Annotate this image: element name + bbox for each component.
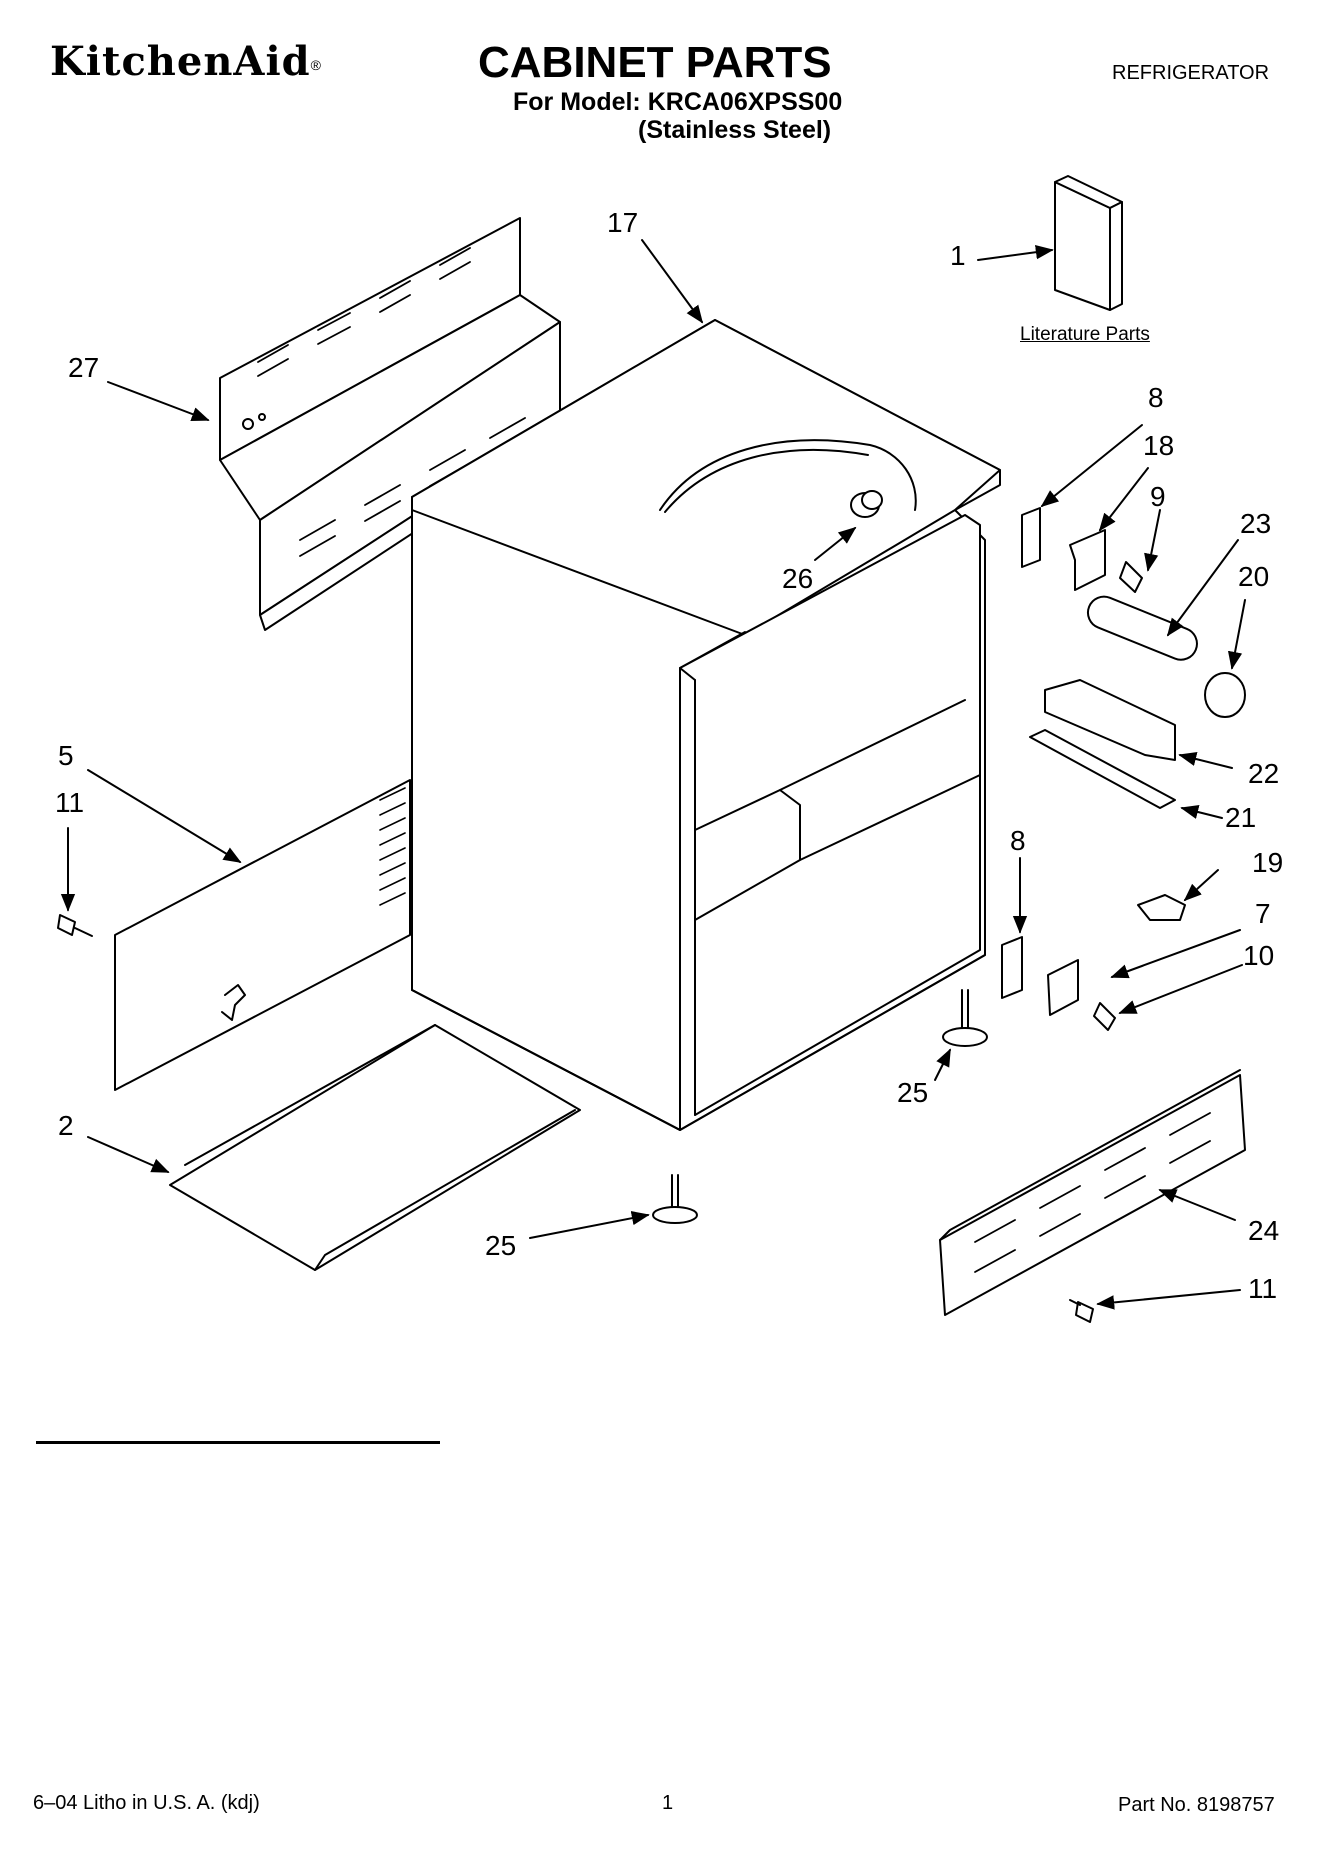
- section-divider: [36, 1441, 440, 1444]
- front-grille: [939, 1069, 1246, 1316]
- callout-9: 9: [1150, 481, 1166, 512]
- brand-logo: KitchenAid®: [50, 38, 322, 85]
- callout-17: 17: [607, 207, 639, 238]
- callout-1: 1: [950, 240, 966, 271]
- rear-panel: [114, 779, 411, 1091]
- model-variant: (Stainless Steel): [638, 116, 832, 144]
- registered-mark: ®: [310, 57, 322, 73]
- callout-18: 18: [1143, 430, 1175, 461]
- leveling-foot-rear: [942, 989, 988, 1047]
- callout-25-rear: 25: [897, 1077, 929, 1108]
- model-number: For Model: KRCA06XPSS00: [513, 88, 843, 116]
- callout-22: 22: [1248, 758, 1280, 789]
- base-pan: [169, 1024, 581, 1271]
- callout-7: 7: [1255, 898, 1271, 929]
- leveling-foot-front: [652, 1174, 698, 1224]
- callout-2: 2: [58, 1110, 74, 1141]
- print-info: 6–04 Litho in U.S. A. (kdj): [33, 1792, 260, 1814]
- callout-8-lower: 8: [1010, 825, 1026, 856]
- callout-5: 5: [58, 740, 74, 771]
- page-title: CABINET PARTS: [478, 38, 832, 87]
- callout-10: 10: [1243, 940, 1275, 971]
- page-number: 1: [662, 1792, 674, 1814]
- product-category: REFRIGERATOR: [1112, 62, 1270, 84]
- callout-8-upper: 8: [1148, 382, 1164, 413]
- part-number: Part No. 8198757: [1118, 1794, 1275, 1816]
- leader-lines: [60, 239, 1246, 1310]
- hinge-hardware: [1001, 507, 1143, 1031]
- screw-front: [1069, 1299, 1094, 1323]
- screw-rear: [57, 914, 93, 937]
- callout-19: 19: [1252, 847, 1284, 878]
- literature-booklet: [1054, 175, 1123, 311]
- callout-20: 20: [1238, 561, 1270, 592]
- callout-27: 27: [68, 352, 100, 383]
- callout-25-front: 25: [485, 1230, 517, 1261]
- literature-parts-label: Literature Parts: [1020, 324, 1150, 345]
- callout-23: 23: [1240, 508, 1272, 539]
- callout-11-front: 11: [1248, 1273, 1278, 1304]
- callout-21: 21: [1225, 802, 1257, 833]
- cabinet-shell: [411, 319, 1001, 1131]
- callout-11-rear: 11: [55, 787, 85, 818]
- callout-24: 24: [1248, 1215, 1280, 1246]
- brand-name: KitchenAid: [50, 38, 311, 85]
- heater-assembly: [1029, 595, 1246, 921]
- callout-26: 26: [782, 563, 814, 594]
